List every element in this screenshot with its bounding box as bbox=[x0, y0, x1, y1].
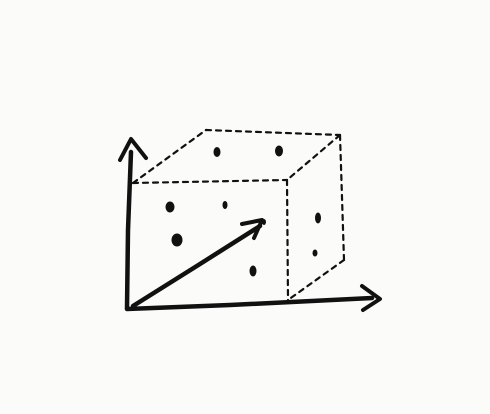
dot bbox=[166, 202, 175, 213]
dot bbox=[214, 147, 221, 157]
dot bbox=[172, 234, 183, 247]
dot bbox=[313, 250, 318, 257]
dot bbox=[262, 219, 266, 225]
dot bbox=[250, 266, 257, 277]
dot bbox=[275, 146, 283, 157]
dot bbox=[315, 213, 321, 224]
dot bbox=[223, 201, 228, 209]
